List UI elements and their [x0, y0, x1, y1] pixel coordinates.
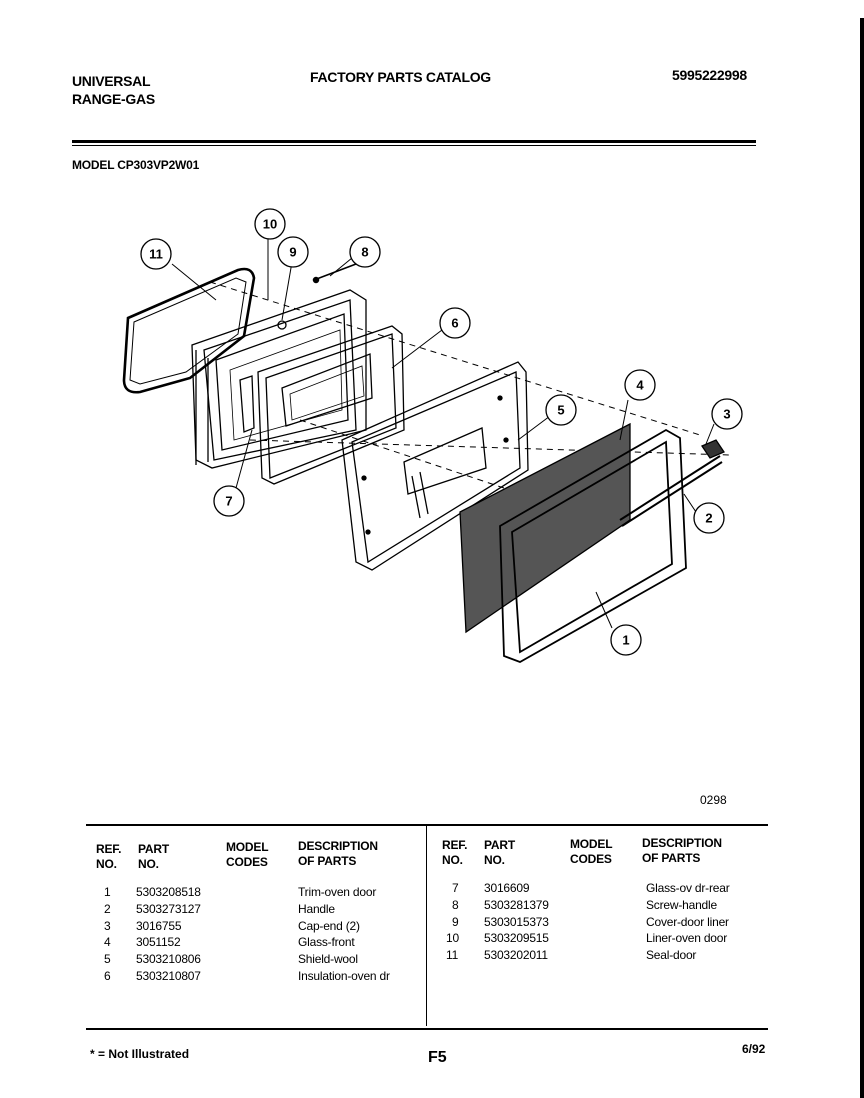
- not-illustrated-note: * = Not Illustrated: [90, 1047, 190, 1061]
- callout-11: 11: [149, 247, 163, 262]
- table-divider: [426, 826, 427, 1026]
- trim-oven-door-part: [499, 428, 687, 663]
- page-border: [860, 18, 864, 1098]
- callout-7-circle: [213, 485, 245, 517]
- callout-7: 7: [225, 494, 232, 509]
- callout-1-circle: [610, 624, 642, 656]
- callout-9: 9: [289, 245, 296, 260]
- table-bottom-rule: [86, 1028, 768, 1030]
- callout-5: 5: [557, 403, 564, 418]
- revision-date: 6/92: [742, 1042, 766, 1056]
- header-rule: [72, 140, 756, 143]
- table-top-rule: [86, 824, 768, 826]
- callout-10-circle: [254, 208, 286, 240]
- callout-8-circle: [349, 236, 381, 268]
- callout-2: 2: [705, 511, 712, 526]
- callout-3: 3: [723, 407, 730, 422]
- callout-8: 8: [361, 245, 368, 260]
- model-line: MODEL CP303VP2W01: [72, 158, 199, 172]
- glass-front-part: [459, 422, 631, 634]
- shield-wool-part: [341, 361, 529, 571]
- callout-6: 6: [451, 316, 458, 331]
- handle-part: [619, 455, 723, 527]
- callout-5-circle: [545, 394, 577, 426]
- callout-4-circle: [624, 369, 656, 401]
- page-number: F5: [428, 1049, 447, 1066]
- callout-1: 1: [622, 633, 629, 648]
- callout-3-circle: [711, 398, 743, 430]
- callout-2-circle: [693, 502, 725, 534]
- seal-door-part: [122, 267, 256, 394]
- glass-rear-part: [239, 375, 255, 433]
- catalog-number: 5995222998: [672, 67, 747, 83]
- model-number: CP303VP2W01: [117, 158, 200, 172]
- header-rule-thin: [72, 145, 756, 146]
- callout-4: 4: [636, 378, 644, 393]
- liner-oven-door-part: [191, 289, 367, 469]
- screw-handle-part: [312, 263, 357, 284]
- header-ref-right: REF.NO.: [442, 838, 468, 867]
- alignment-lines: [209, 281, 731, 521]
- cap-end-part: [701, 439, 725, 459]
- callout-9-circle: [277, 236, 309, 268]
- leader-lines: [171, 235, 715, 629]
- diagram-code: 0298: [700, 793, 727, 807]
- callout-11-circle: [140, 238, 172, 270]
- callout-6-circle: [439, 307, 471, 339]
- brand-line-1: UNIVERSAL: [72, 73, 151, 89]
- header-ref: REF.NO.: [96, 842, 122, 871]
- insulation-oven-door-part: [257, 325, 405, 485]
- brand-line-2: RANGE-GAS: [72, 91, 155, 107]
- model-label: MODEL: [72, 158, 115, 172]
- catalog-title: FACTORY PARTS CATALOG: [310, 69, 491, 85]
- callout-10: 10: [263, 217, 277, 232]
